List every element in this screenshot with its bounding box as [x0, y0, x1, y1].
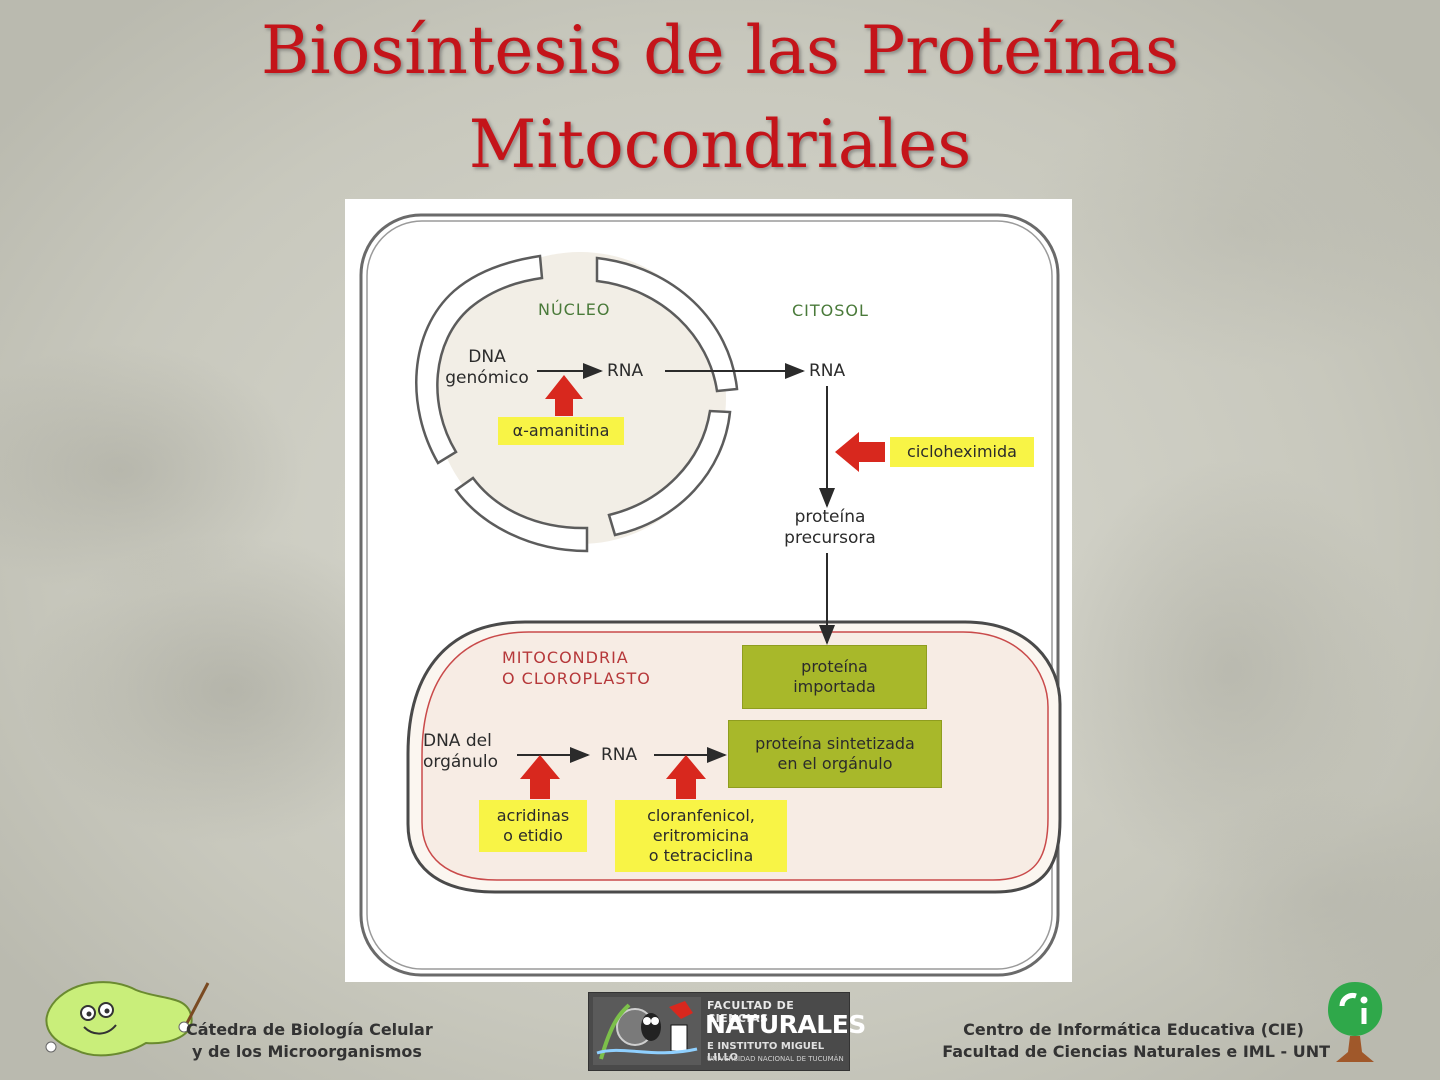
node-rna-organelle: RNA: [601, 745, 638, 765]
organelle-label-line2: O CLOROPLASTO: [502, 669, 651, 688]
acridines-line1: acridinas: [496, 806, 570, 825]
inhibitor-box-acridines: acridinas o etidio: [479, 800, 587, 852]
cell-mascot-icon: [45, 981, 210, 1057]
organelle-label-line1: MITOCONDRIA: [502, 648, 629, 667]
footer-right-line2: Facultad de Ciencias Naturales e IML - U…: [942, 1042, 1330, 1061]
flow-arrows: [517, 363, 835, 763]
title-line-1: Biosíntesis de las Proteínas: [261, 12, 1179, 89]
title-line-2: Mitocondriales: [468, 106, 972, 183]
chloramphenicol-line2: eritromicina: [652, 826, 750, 845]
faculty-logo-line3: E INSTITUTO MIGUEL LILLO: [707, 1041, 825, 1063]
red-arrow-chloramphenicol: [666, 755, 706, 799]
node-dna-genomic: DNA genómico: [437, 347, 537, 389]
chloramphenicol-line1: cloranfenicol,: [647, 806, 755, 825]
inhibitor-box-chloramphenicol: cloranfenicol, eritromicina o tetracicli…: [615, 800, 787, 872]
region-label-organelle: MITOCONDRIA O CLOROPLASTO: [502, 647, 651, 689]
red-arrow-amanitin: [545, 375, 583, 416]
cie-tree-logo-icon: [1328, 982, 1383, 1062]
node-rna-cytosol: RNA: [809, 361, 846, 381]
chloramphenicol-line3: o tetraciclina: [648, 846, 754, 865]
dna-genomic-line2: genómico: [445, 368, 529, 388]
faculty-logo: FACULTAD DE CIENCIAS NATURALES E INSTITU…: [588, 992, 866, 1071]
cell-outline-outer: [359, 213, 1060, 977]
precursor-line1: proteína: [794, 507, 866, 527]
faculty-emblem-icon: [593, 997, 701, 1065]
precursor-line2: precursora: [784, 528, 876, 548]
cell-outline-inner: [366, 220, 1053, 970]
dna-organelle-line2: orgánulo: [423, 752, 498, 772]
faculty-logo-line1: FACULTAD DE CIENCIAS: [707, 999, 795, 1025]
inhibition-arrows: [520, 375, 885, 799]
protein-biosynthesis-diagram: NÚCLEO CITOSOL MITOCONDRIA O CLOROPLASTO…: [345, 199, 1072, 982]
footer-left-line2: y de los Microorganismos: [192, 1042, 422, 1061]
slide-title: Biosíntesis de las Proteínas Mitocondria…: [0, 4, 1440, 192]
region-label-nucleus: NÚCLEO: [538, 300, 611, 319]
faculty-logo-line4: UNIVERSIDAD NACIONAL DE TUCUMÁN: [707, 1055, 844, 1063]
footer-right-text: Centro de Informática Educativa (CIE) Fa…: [942, 1019, 1330, 1063]
box-organelle-synthesized-protein: proteína sintetizada en el orgánulo: [728, 720, 942, 788]
synth-line2: en el orgánulo: [777, 754, 893, 773]
inhibitor-box-amanitin: α-amanitina: [498, 417, 624, 445]
node-rna-nucleus: RNA: [607, 361, 644, 381]
footer-right-line1: Centro de Informática Educativa (CIE): [963, 1020, 1304, 1039]
node-dna-organelle: DNA del orgánulo: [423, 731, 498, 773]
box-imported-protein: proteína importada: [742, 645, 927, 709]
nuclear-envelope: [415, 254, 739, 553]
node-precursor-protein: proteína precursora: [770, 507, 890, 549]
inhibitor-box-cycloheximide: cicloheximida: [890, 437, 1034, 467]
region-label-cytosol: CITOSOL: [792, 301, 869, 320]
footer-left-text: Cátedra de Biología Celular y de los Mic…: [186, 1019, 433, 1063]
footer-left-line1: Cátedra de Biología Celular: [186, 1020, 433, 1039]
red-arrow-cycloheximide: [835, 432, 885, 472]
synth-line1: proteína sintetizada: [755, 734, 915, 753]
dna-organelle-line1: DNA del: [423, 731, 492, 751]
imported-line1: proteína: [801, 657, 868, 676]
imported-line2: importada: [793, 677, 876, 696]
red-arrow-acridines: [520, 755, 560, 799]
acridines-line2: o etidio: [503, 826, 563, 845]
dna-genomic-line1: DNA: [468, 347, 506, 367]
faculty-logo-line2: NATURALES: [705, 1010, 866, 1039]
